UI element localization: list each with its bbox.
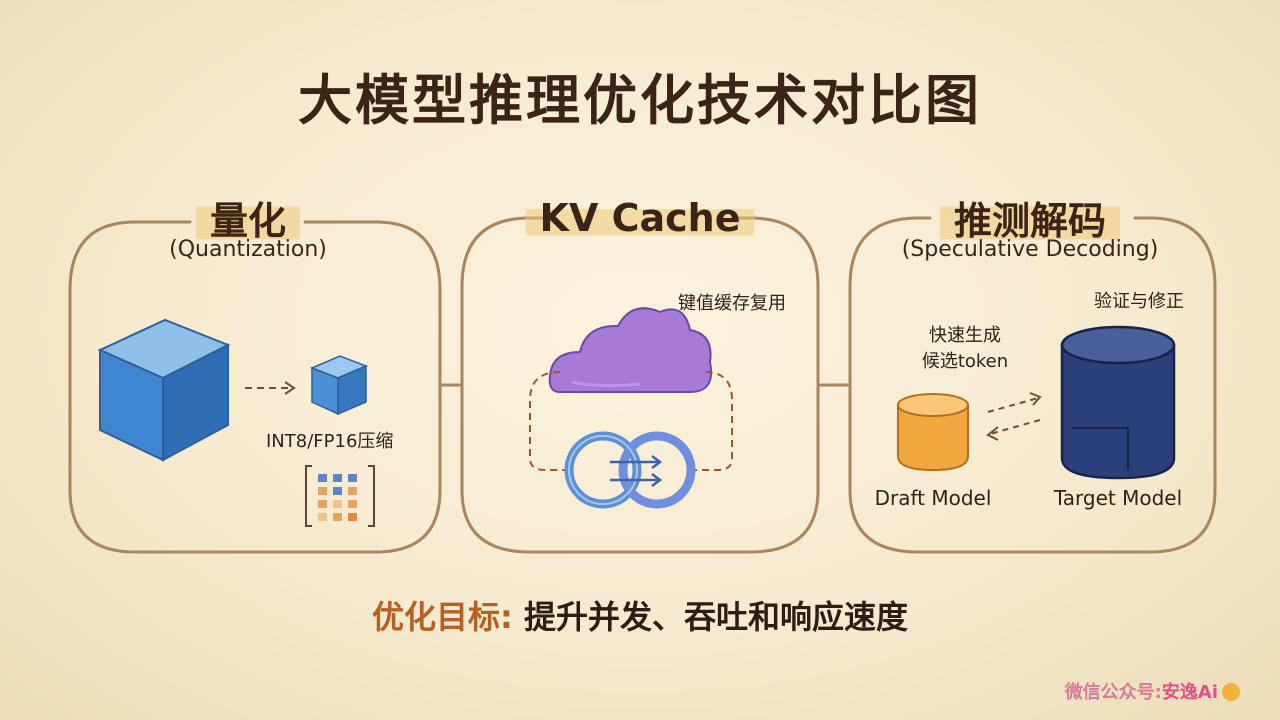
target-model-label: Target Model (1053, 486, 1183, 510)
watermark-brand: 安逸Ai (1161, 682, 1218, 703)
fast-generate-label-line2: 候选token (921, 351, 1009, 372)
sun-emoji-icon (1222, 683, 1240, 701)
bidirectional-arrows-icon (986, 392, 1042, 441)
linked-rings-icon (564, 431, 696, 509)
watermark: 微信公众号:安逸Ai (1065, 678, 1240, 704)
quantization-panel-frame (68, 220, 442, 554)
verify-label: 验证与修正 (1094, 291, 1184, 312)
speculative-heading: 推测解码 (939, 190, 1121, 245)
watermark-prefix: 微信公众号: (1064, 682, 1162, 703)
kvcache-heading: KV Cache (525, 196, 755, 240)
speculative-subheading: (Speculative Decoding) (901, 237, 1159, 262)
fast-generate-label-line1: 快速生成 (929, 325, 1001, 346)
large-cube-icon (97, 318, 231, 462)
kvcache-panel-frame (460, 216, 820, 554)
optimization-goal: 优化目标: 提升并发、吞吐和响应速度 (0, 592, 1280, 638)
goal-label: 优化目标: (372, 598, 513, 636)
draft-cylinder-icon (897, 393, 969, 472)
quantization-heading: 量化 (195, 190, 301, 245)
arrow-right-icon (245, 381, 296, 395)
small-cube-icon (310, 355, 368, 416)
kv-reuse-label: 键值缓存复用 (678, 293, 786, 314)
speculative-panel-frame (848, 216, 1217, 554)
target-cylinder-icon (1060, 325, 1176, 480)
draft-model-label: Draft Model (874, 486, 992, 510)
compress-label: INT8/FP16压缩 (266, 431, 394, 452)
goal-text: 提升并发、吞吐和响应速度 (523, 598, 908, 636)
page-title: 大模型推理优化技术对比图 (298, 69, 982, 132)
matrix-grid-icon (305, 465, 375, 527)
quantization-subheading: (Quantization) (169, 237, 327, 262)
cache-loop-dashed (529, 371, 733, 471)
cloud-icon (548, 307, 712, 393)
